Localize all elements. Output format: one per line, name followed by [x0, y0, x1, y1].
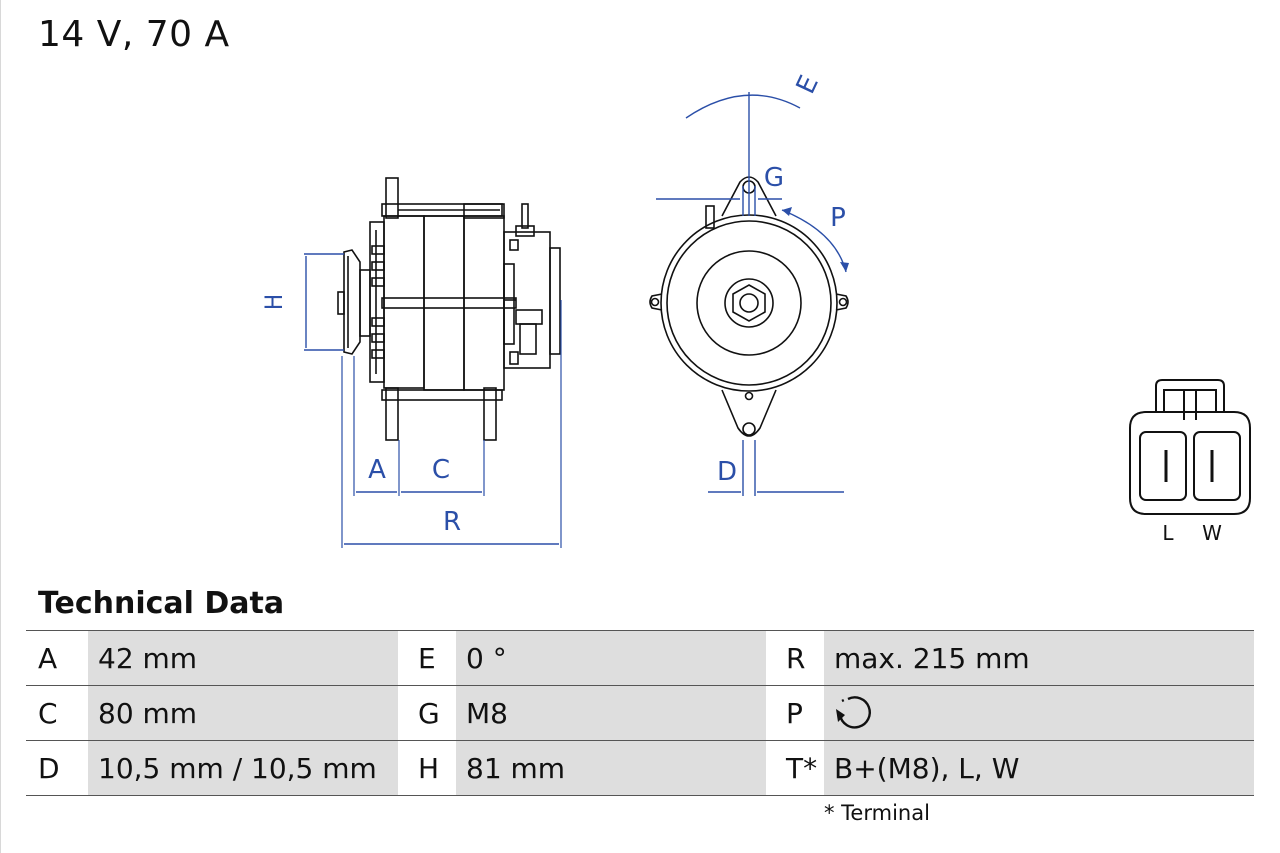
spec-key: T* — [786, 751, 818, 785]
spec-key: A — [26, 630, 88, 686]
alternator-front-view — [649, 176, 849, 437]
spec-key: D — [26, 740, 88, 796]
spec-key: P — [786, 696, 803, 730]
table-row: A 42 mm E 0 ° R max. 215 mm — [26, 630, 1254, 686]
clockwise-rotation-icon — [836, 696, 871, 729]
table-row: C 80 mm G M8 P — [26, 685, 1254, 741]
dimension-label-h: H — [260, 294, 288, 310]
front-view-dimensions — [656, 92, 847, 496]
spec-key: G — [418, 696, 440, 730]
spec-key: H — [418, 751, 440, 785]
spec-value: 10,5 mm / 10,5 mm — [88, 740, 398, 796]
spec-key: E — [418, 641, 436, 675]
spec-table: A 42 mm E 0 ° R max. 215 mm C 80 mm G M8… — [26, 630, 1254, 796]
dimension-label-g: G — [764, 163, 784, 193]
alternator-drawing: H A C R — [260, 71, 1251, 548]
section-title: Technical Data — [38, 586, 285, 621]
page-title: 14 V, 70 A — [38, 14, 230, 55]
connector-label-w: W — [1202, 521, 1222, 545]
table-row: D 10,5 mm / 10,5 mm H 81 mm T* B+(M8), L… — [26, 740, 1254, 796]
spec-value: M8 — [456, 685, 766, 741]
spec-value: 0 ° — [456, 630, 766, 686]
side-view-dimensions — [304, 253, 562, 548]
spec-value: max. 215 mm — [824, 630, 1254, 686]
spec-value: 81 mm — [456, 740, 766, 796]
dimension-label-c: C — [432, 455, 450, 485]
page-edge — [0, 0, 1, 853]
spec-value: 42 mm — [88, 630, 398, 686]
dimension-label-e: E — [791, 71, 825, 99]
alternator-side-view — [337, 177, 561, 441]
spec-key: R — [786, 641, 806, 675]
spec-value-rotation — [824, 685, 1254, 741]
terminal-footnote: * Terminal — [824, 801, 930, 825]
dimension-label-p: P — [830, 203, 846, 233]
dimension-label-d: D — [717, 457, 737, 487]
spec-value: B+(M8), L, W — [824, 740, 1254, 796]
svg-text:H: H — [260, 294, 288, 310]
dimension-label-a: A — [368, 455, 386, 485]
dimension-label-r: R — [443, 507, 461, 537]
connector-plug — [1129, 379, 1251, 515]
connector-label-l: L — [1162, 521, 1174, 545]
spec-value: 80 mm — [88, 685, 398, 741]
dimension-arrowheads — [782, 207, 849, 272]
spec-key: C — [26, 685, 88, 741]
